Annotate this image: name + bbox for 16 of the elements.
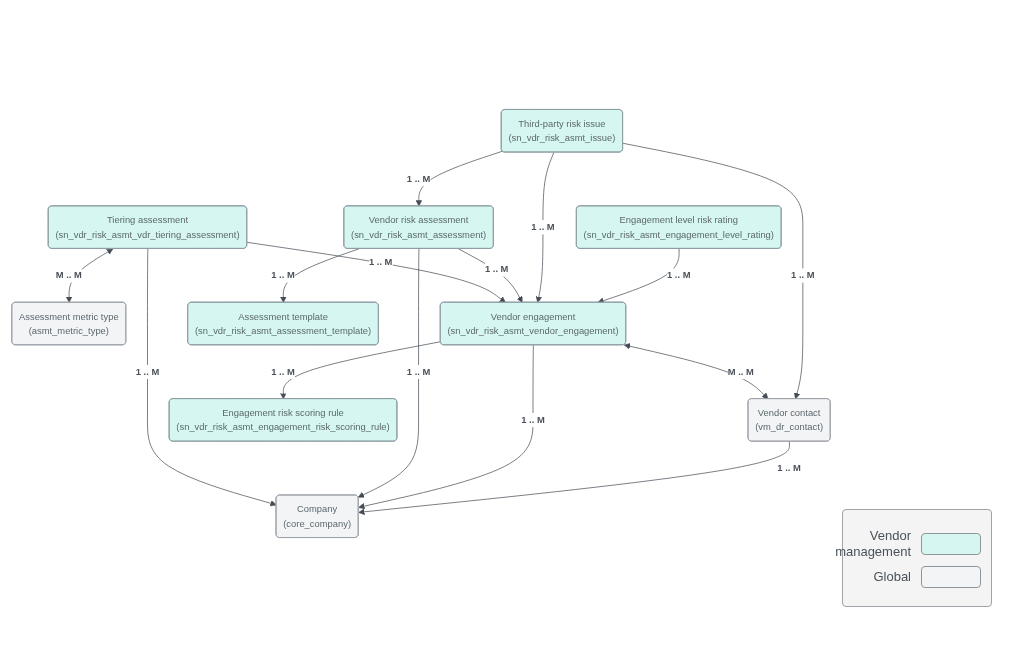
legend-label: Global: [873, 568, 911, 586]
edge-label: 1 .. M: [368, 256, 393, 268]
edge-label: 1 .. M: [271, 269, 295, 281]
edge-label: 1 .. M: [667, 269, 691, 281]
edge-label: 1 .. M: [406, 366, 431, 377]
edge-label: 1 .. M: [271, 366, 295, 377]
edge-label: 1 .. M: [531, 221, 555, 233]
legend-label: Vendor management: [835, 527, 911, 560]
edge-label: 1 .. M: [135, 366, 160, 377]
edge-label: 1 .. M: [406, 173, 431, 185]
edge-label: 1 .. M: [521, 414, 545, 426]
edge-label: M .. M: [727, 366, 754, 377]
edge-label: 1 .. M: [484, 263, 509, 275]
edge-label: 1 .. M: [791, 269, 815, 281]
edge-label: M .. M: [55, 269, 82, 281]
edge-label: 1 .. M: [777, 462, 801, 474]
